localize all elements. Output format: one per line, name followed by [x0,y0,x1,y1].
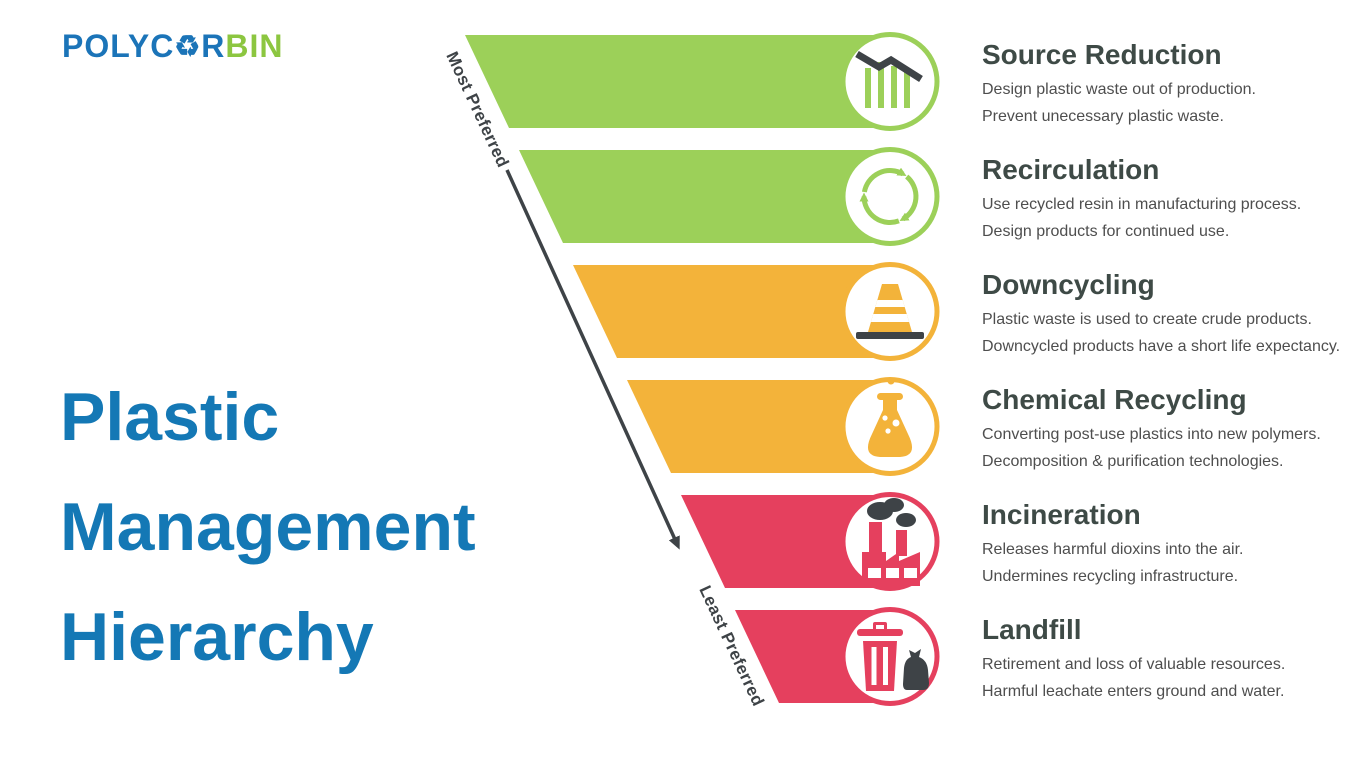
preference-arrow [505,169,680,550]
level-desc-line2: Undermines recycling infrastructure. [982,568,1239,585]
page-title: Plastic Management Hierarchy [60,362,476,692]
icon-circle-recirculation [840,147,940,246]
icon-circle-source-reduction [840,32,940,131]
level-desc-line1: Converting post-use plastics into new po… [982,426,1321,443]
factory-icon [862,498,920,586]
level-block-recirculation: Recirculation Use recycled resin in manu… [982,153,1362,245]
flask-icon [867,377,913,457]
level-heading: Source Reduction [982,39,1222,70]
level-block-incineration: Incineration Releases harmful dioxins in… [982,498,1362,590]
level-desc-line1: Design plastic waste out of production. [982,81,1256,98]
logo-text-blue: POLYC [62,28,175,64]
level-heading: Incineration [982,499,1141,530]
funnel-band-recirculation [519,150,902,243]
traffic-cone-icon [856,284,924,339]
level-block-downcycling: Downcycling Plastic waste is used to cre… [982,268,1362,360]
level-block-landfill: Landfill Retirement and loss of valuable… [982,613,1362,705]
level-desc-line2: Design products for continued use. [982,223,1230,240]
recirculation-arrows-icon [859,167,919,225]
declining-chart-icon [855,50,923,108]
funnel-band-downcycling [573,265,902,358]
level-desc-line1: Releases harmful dioxins into the air. [982,541,1244,558]
level-desc-line2: Prevent unecessary plastic waste. [982,108,1224,125]
level-heading: Downcycling [982,269,1155,300]
level-heading: Landfill [982,614,1082,645]
level-desc-line2: Downcycled products have a short life ex… [982,338,1341,355]
polycarbin-logo: POLYC♻RBIN [62,28,284,65]
title-line-3: Hierarchy [60,599,374,675]
logo-text-blue2: R [201,28,226,64]
level-block-chemical-recycling: Chemical Recycling Converting post-use p… [982,383,1362,475]
trash-can-icon [857,622,929,691]
level-heading: Recirculation [982,154,1160,185]
level-desc-line2: Decomposition & purification technologie… [982,453,1284,470]
funnel-band-source-reduction [465,35,902,128]
level-desc-line1: Plastic waste is used to create crude pr… [982,311,1312,328]
title-line-1: Plastic [60,379,280,455]
level-desc-line1: Retirement and loss of valuable resource… [982,656,1286,673]
level-block-source-reduction: Source Reduction Design plastic waste ou… [982,38,1362,130]
level-desc-line1: Use recycled resin in manufacturing proc… [982,196,1302,213]
logo-text-green: BIN [225,28,284,64]
title-line-2: Management [60,489,476,565]
funnel-band-chemical-recycling [627,380,902,473]
recycle-icon: ♻ [174,31,202,63]
level-desc-line2: Harmful leachate enters ground and water… [982,683,1285,700]
level-heading: Chemical Recycling [982,384,1247,415]
